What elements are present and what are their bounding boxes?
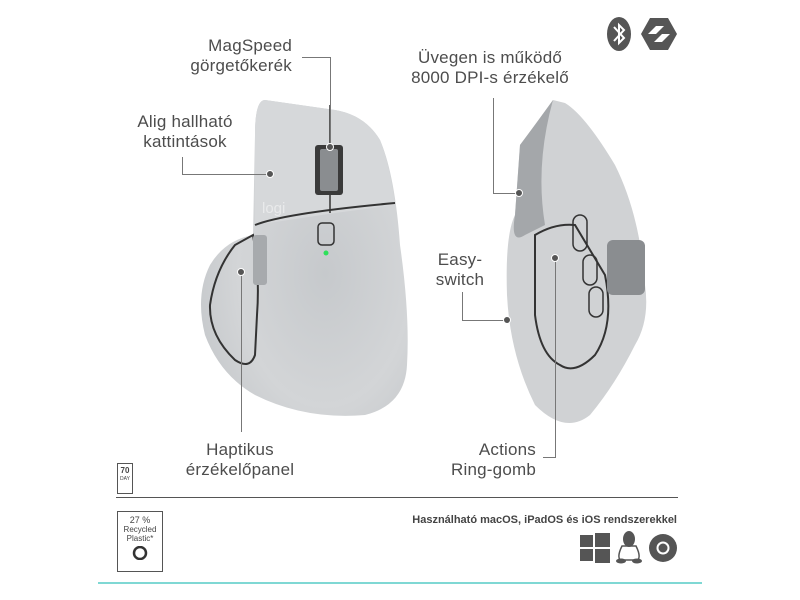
bluetooth-icon: [607, 17, 631, 51]
chrome-icon: [649, 534, 677, 562]
callout-sensor: Üvegen is működő 8000 DPI-s érzékelő: [411, 48, 569, 87]
mouse-front-view: logi: [201, 100, 408, 416]
divider: [116, 497, 678, 498]
callout-actions-ring: Actions Ring-gomb: [451, 440, 536, 479]
battery-70-day-badge: 70 DAY: [117, 463, 133, 494]
recycle-icon: [132, 545, 148, 561]
linux-icon: [616, 531, 642, 564]
windows-icon: [580, 533, 610, 563]
logi-bolt-icon: [641, 18, 677, 50]
logi-logo: logi: [262, 200, 285, 217]
callout-quiet-clicks: Alig hallható kattintások: [137, 112, 233, 151]
callout-haptic: Haptikus érzékelőpanel: [185, 440, 295, 479]
accent-line: [98, 582, 702, 584]
callout-magspeed: MagSpeed görgetőkerék: [190, 36, 292, 75]
mouse-side-view: [506, 100, 647, 423]
recycled-plastic-badge: 27 % Recycled Plastic*: [117, 511, 163, 572]
callout-easy-switch: Easy- switch: [435, 250, 485, 289]
compatibility-text: Használható macOS, iPadOS és iOS rendsze…: [412, 514, 677, 526]
